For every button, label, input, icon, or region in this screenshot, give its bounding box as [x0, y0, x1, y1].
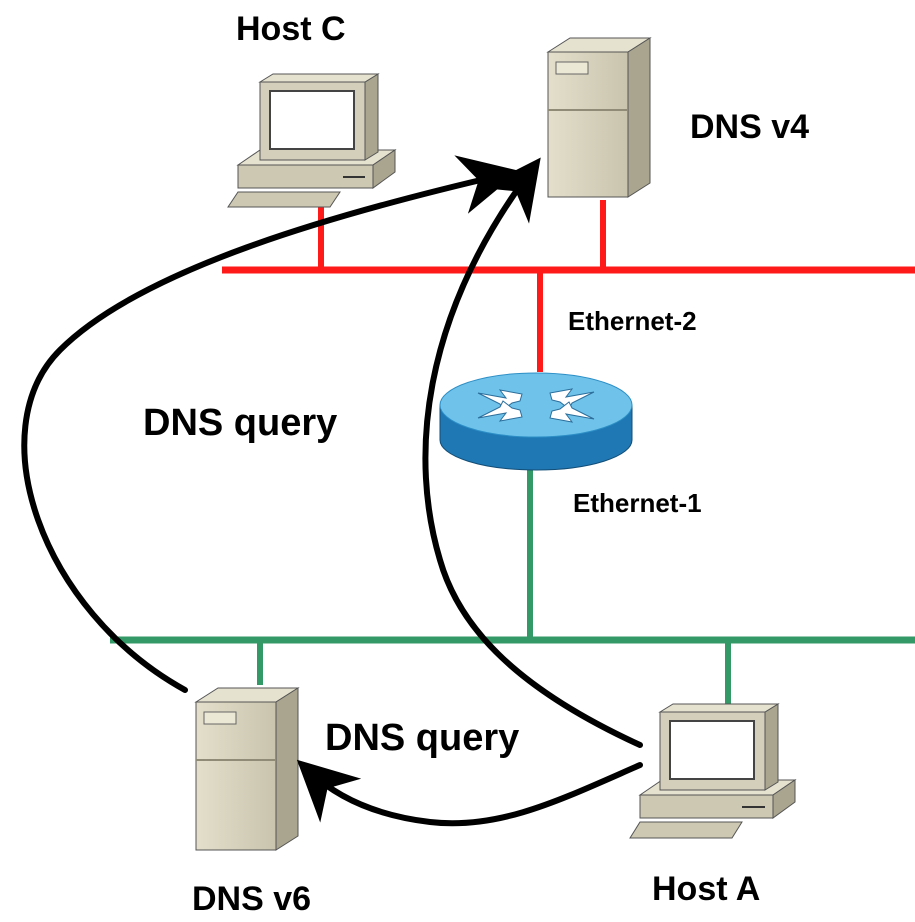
arrow-dnsv6-to-dnsv4	[21, 155, 520, 693]
host-c-label: Host C	[236, 10, 346, 48]
arrow-hosta-to-dnsv4	[422, 157, 643, 748]
ethernet-1-segment	[110, 470, 915, 705]
host-c-computer	[227, 73, 397, 208]
dns-query-label-bottom: DNS query	[325, 717, 519, 759]
host-a-computer	[629, 703, 797, 839]
ethernet-2-label: Ethernet-2	[568, 306, 697, 336]
dns-v6-server	[194, 687, 300, 851]
router	[439, 372, 633, 471]
arrow-hosta-to-dnsv6	[296, 759, 643, 827]
dns-v4-label: DNS v4	[690, 108, 809, 146]
query-arrows	[21, 155, 643, 827]
dns-v4-server	[546, 37, 652, 198]
host-a-label: Host A	[652, 870, 760, 908]
dns-v6-label: DNS v6	[192, 880, 311, 918]
ethernet-1-label: Ethernet-1	[573, 488, 702, 518]
ethernet-2-segment	[222, 200, 915, 372]
dns-query-label-top: DNS query	[143, 402, 337, 444]
